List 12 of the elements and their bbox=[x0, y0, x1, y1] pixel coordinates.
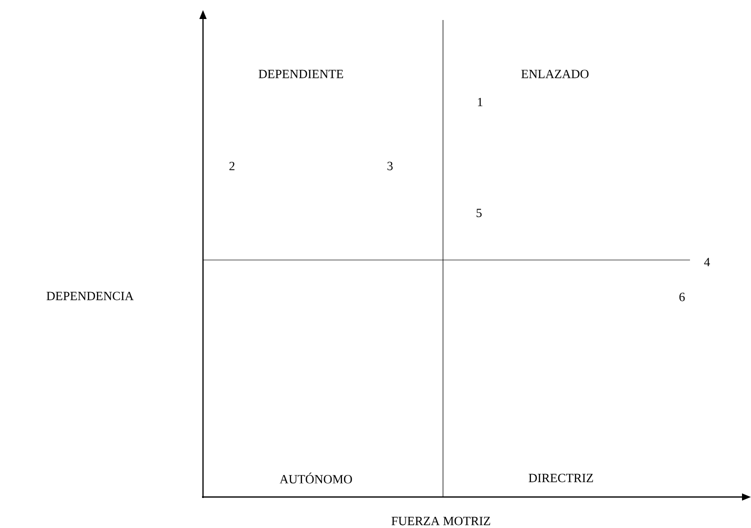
quadrant-label: DIRECTRIZ bbox=[528, 474, 593, 482]
quadrant-label: DEPENDIENTE bbox=[258, 70, 344, 78]
point-label: 3 bbox=[387, 162, 393, 170]
axis-title: DEPENDENCIA bbox=[46, 292, 134, 300]
axis-title: FUERZA MOTRIZ bbox=[392, 516, 490, 526]
point-label: 1 bbox=[478, 98, 482, 106]
point-label: 5 bbox=[476, 208, 482, 218]
point-label: 2 bbox=[229, 162, 234, 170]
quadrant-label: ENLAZADO bbox=[521, 70, 589, 78]
quadrant-label: AUTÓNOMO bbox=[280, 472, 352, 484]
point-label: 4 bbox=[704, 258, 710, 266]
point-label: 6 bbox=[679, 292, 685, 302]
